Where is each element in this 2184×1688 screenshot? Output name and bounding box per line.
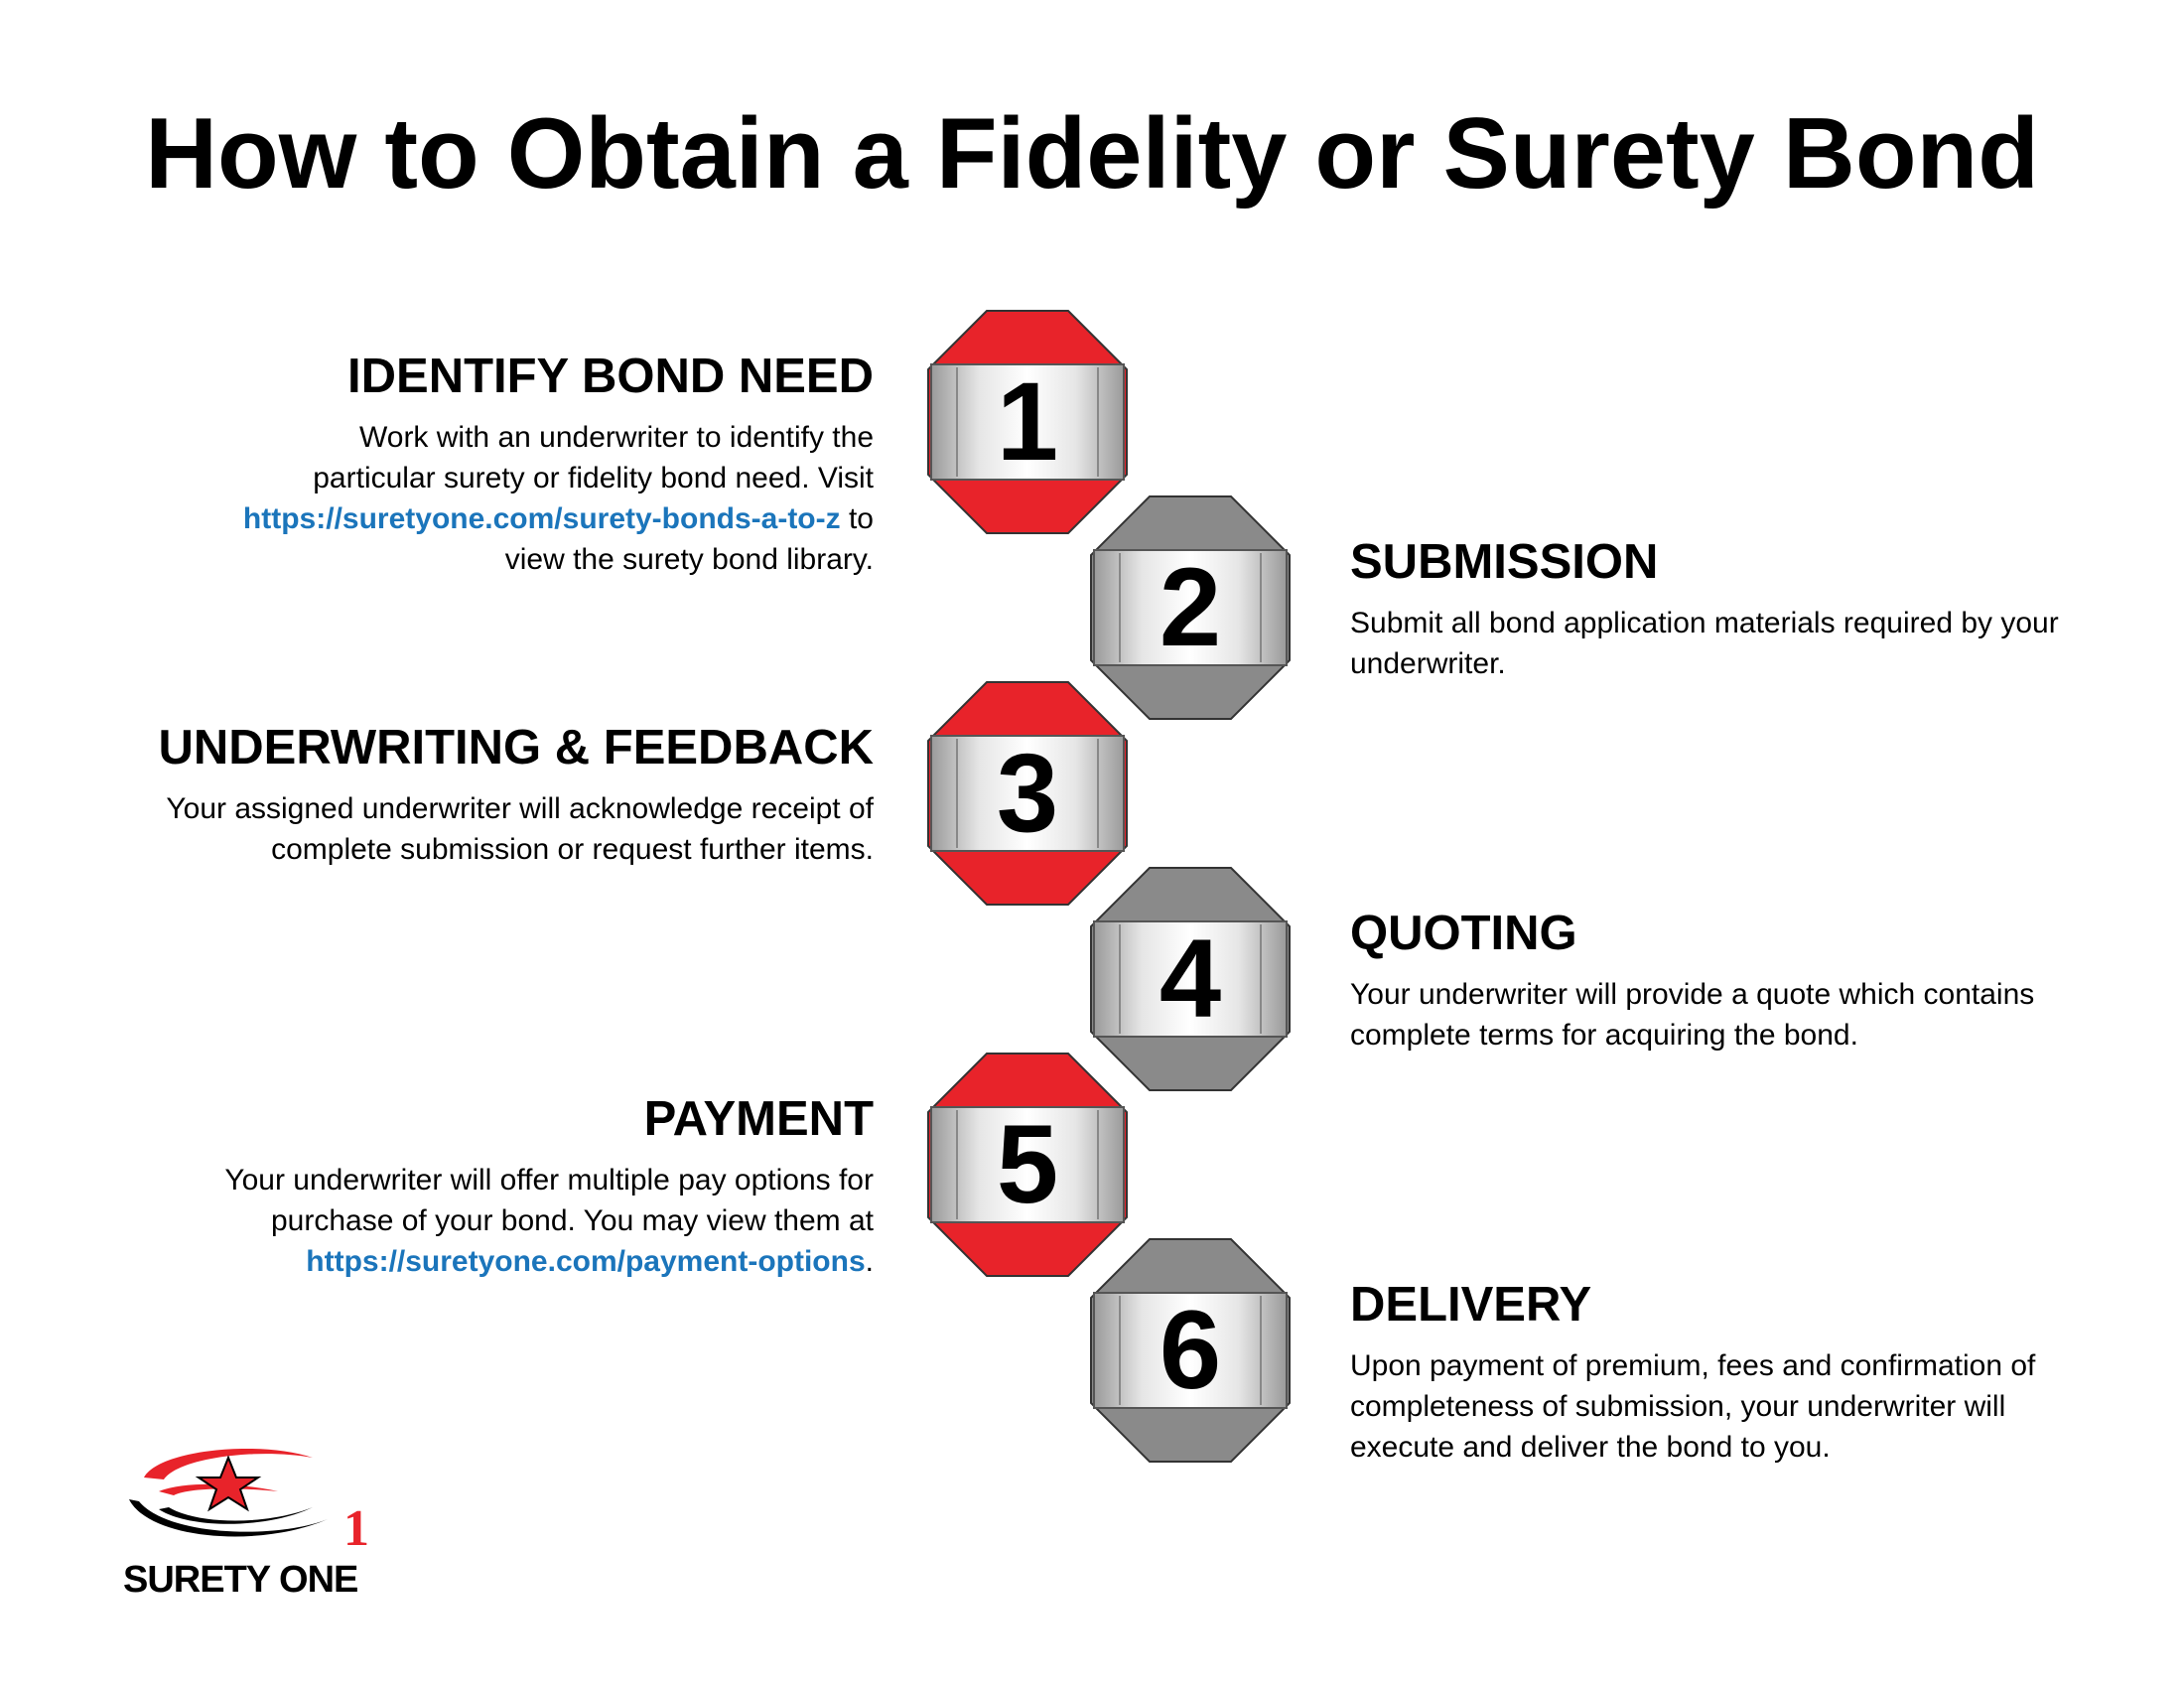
step-4-badge: 4 (1090, 867, 1291, 1091)
surety-one-logo: 1 SURETY ONE (119, 1430, 377, 1609)
step-5-number: 5 (996, 1102, 1059, 1226)
step-1-title: IDENTIFY BOND NEED (347, 350, 874, 403)
octagon-red-icon (927, 1053, 1128, 1277)
step-6-number: 6 (1159, 1288, 1222, 1412)
logo-text: SURETY ONE (123, 1559, 358, 1601)
step-1-body: Work with an underwriter to identify the… (0, 417, 874, 580)
step-3-body: Your assigned underwriter will acknowled… (166, 792, 874, 866)
octagon-gray-icon (1090, 1238, 1291, 1463)
page-title: How to Obtain a Fidelity or Surety Bond (145, 98, 2039, 210)
step-5-text: PAYMENT Your underwriter will offer mult… (0, 1090, 874, 1282)
step-5-title: PAYMENT (643, 1092, 874, 1146)
step-1-number: 1 (996, 359, 1059, 484)
step-3-text: UNDERWRITING & FEEDBACK Your assigned un… (0, 719, 874, 870)
step-4-body: Your underwriter will provide a quote wh… (1350, 978, 2035, 1052)
step-6-badge: 6 (1090, 1238, 1291, 1463)
step-1-body-text: Work with an underwriter to identify the… (313, 421, 874, 494)
step-2-title: SUBMISSION (1350, 535, 1659, 589)
logo-numeral: 1 (343, 1500, 369, 1557)
step-6-text: DELIVERY Upon payment of premium, fees a… (1350, 1276, 2105, 1468)
step-1-text: IDENTIFY BOND NEED Work with an underwri… (0, 348, 874, 580)
step-5-badge: 5 (927, 1053, 1128, 1277)
step-3-number: 3 (996, 731, 1059, 855)
step-4-text: QUOTING Your underwriter will provide a … (1350, 905, 2085, 1055)
step-5-body-text-end: . (865, 1245, 874, 1278)
step-1-badge: 1 (927, 310, 1128, 534)
step-5-body-text: Your underwriter will offer multiple pay… (224, 1164, 874, 1237)
octagon-gray-icon (1090, 495, 1291, 720)
step-1-body-text-end: to view the surety bond library. (504, 502, 874, 576)
step-2-body: Submit all bond application materials re… (1350, 607, 2059, 680)
step-2-text: SUBMISSION Submit all bond application m… (1350, 533, 2065, 684)
octagon-red-icon (927, 681, 1128, 906)
octagon-gray-icon (1090, 867, 1291, 1091)
step-3-title: UNDERWRITING & FEEDBACK (158, 721, 874, 774)
payment-options-link[interactable]: https://suretyone.com/payment-options (306, 1245, 866, 1278)
step-2-number: 2 (1159, 545, 1222, 669)
step-6-title: DELIVERY (1350, 1278, 1592, 1332)
surety-one-swoosh-icon (129, 1448, 328, 1537)
step-6-body: Upon payment of premium, fees and confir… (1350, 1349, 2036, 1464)
octagon-red-icon (927, 310, 1128, 534)
step-5-body: Your underwriter will offer multiple pay… (0, 1160, 874, 1282)
step-2-badge: 2 (1090, 495, 1291, 720)
step-4-number: 4 (1159, 916, 1222, 1041)
step-4-title: QUOTING (1350, 907, 1577, 960)
step-3-badge: 3 (927, 681, 1128, 906)
surety-bonds-library-link[interactable]: https://suretyone.com/surety-bonds-a-to-… (242, 502, 841, 535)
